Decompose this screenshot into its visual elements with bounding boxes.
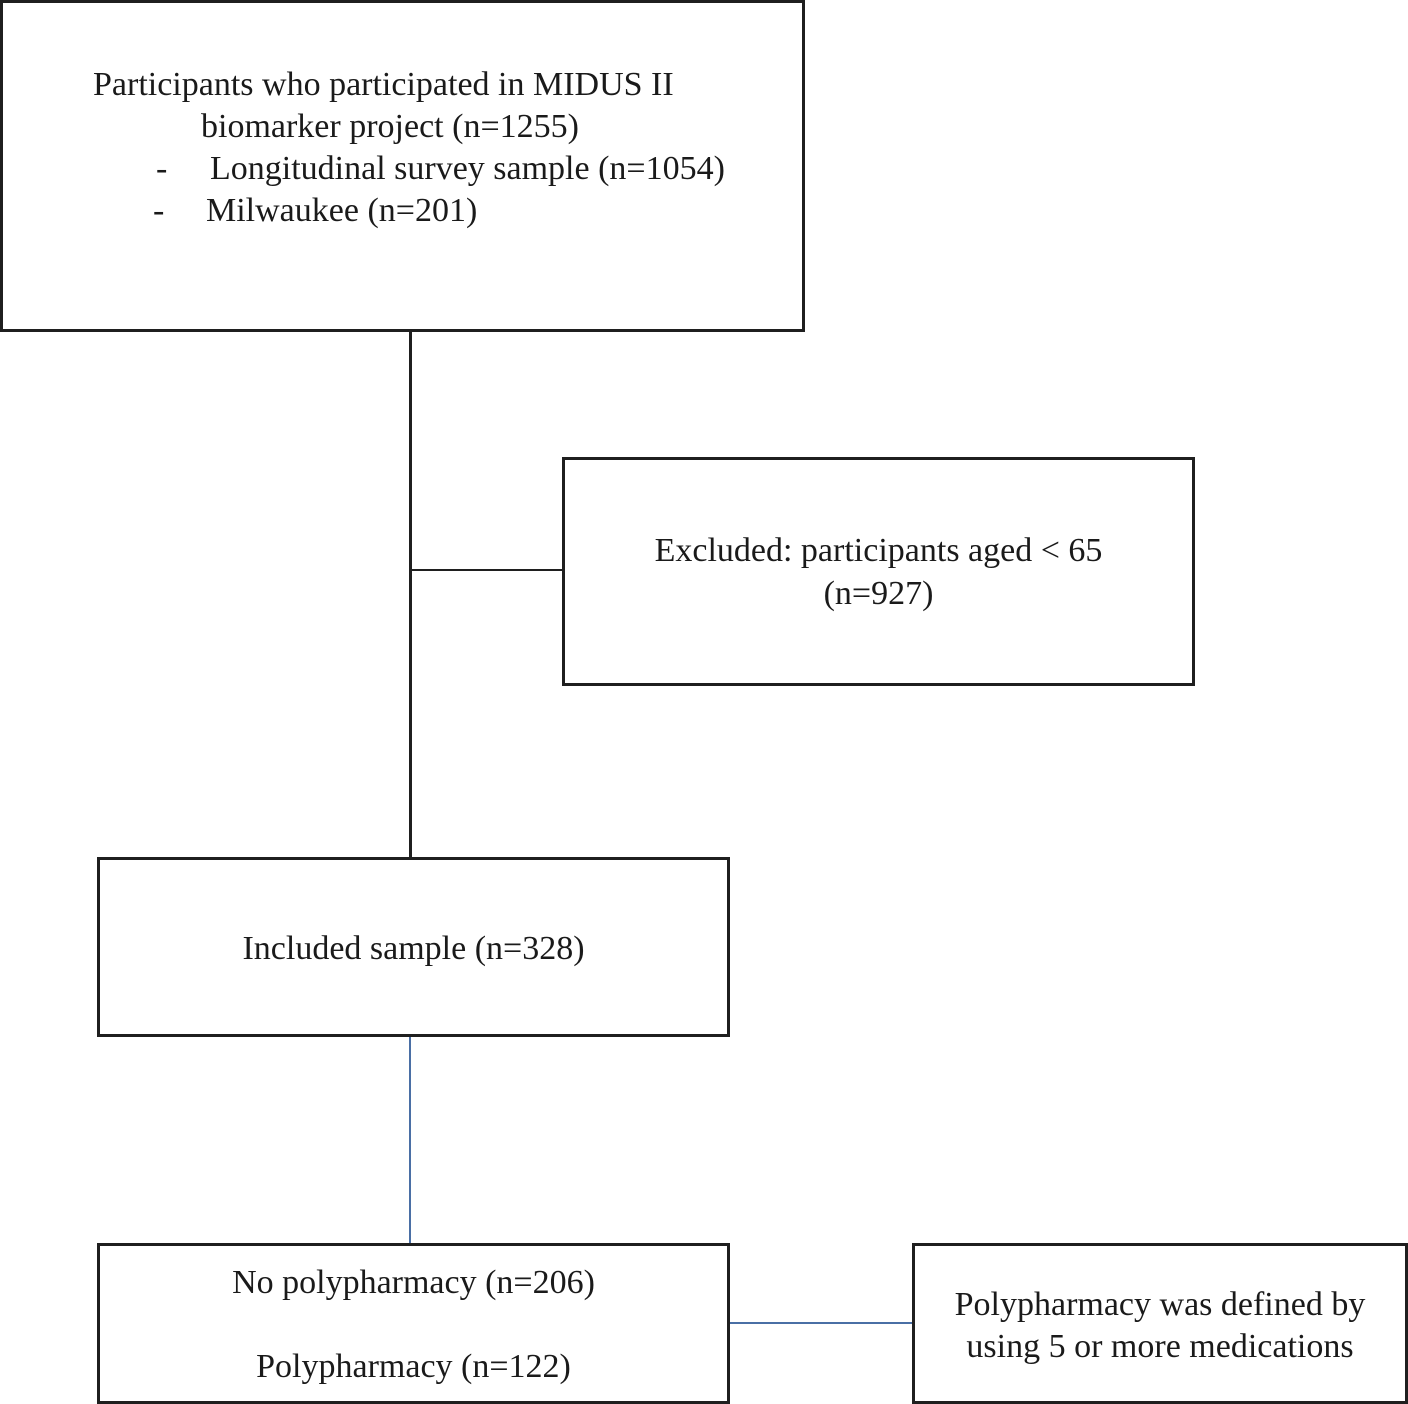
bullet-marker: - xyxy=(153,192,165,229)
box-excluded xyxy=(562,457,1195,686)
bullet-marker: - xyxy=(156,150,168,187)
top-box-line-1: Participants who participated in MIDUS I… xyxy=(93,66,674,103)
box-midus-participants xyxy=(0,0,805,332)
no-polypharmacy-text: No polypharmacy (n=206) xyxy=(232,1264,595,1301)
box-polypharmacy-definition xyxy=(912,1243,1408,1404)
top-box-line-2: biomarker project (n=1255) xyxy=(201,108,579,145)
bullet-longitudinal-sample: Longitudinal survey sample (n=1054) xyxy=(210,150,725,187)
bullet-milwaukee: Milwaukee (n=201) xyxy=(206,192,478,229)
connector-top-to-included xyxy=(409,330,412,860)
box-included-sample xyxy=(97,857,730,1037)
box-polypharmacy-outcome xyxy=(97,1243,730,1404)
excluded-line-1: Excluded: participants aged < 65 xyxy=(654,532,1103,569)
included-sample-text: Included sample (n=328) xyxy=(242,930,585,967)
excluded-line-2: (n=927) xyxy=(823,575,934,612)
connector-to-excluded xyxy=(411,569,564,571)
definition-line-2: using 5 or more medications xyxy=(966,1328,1354,1365)
definition-line-1: Polypharmacy was defined by xyxy=(954,1286,1366,1323)
connector-included-to-outcome xyxy=(409,1035,411,1245)
polypharmacy-text: Polypharmacy (n=122) xyxy=(256,1348,571,1385)
connector-outcome-to-definition xyxy=(728,1322,914,1324)
